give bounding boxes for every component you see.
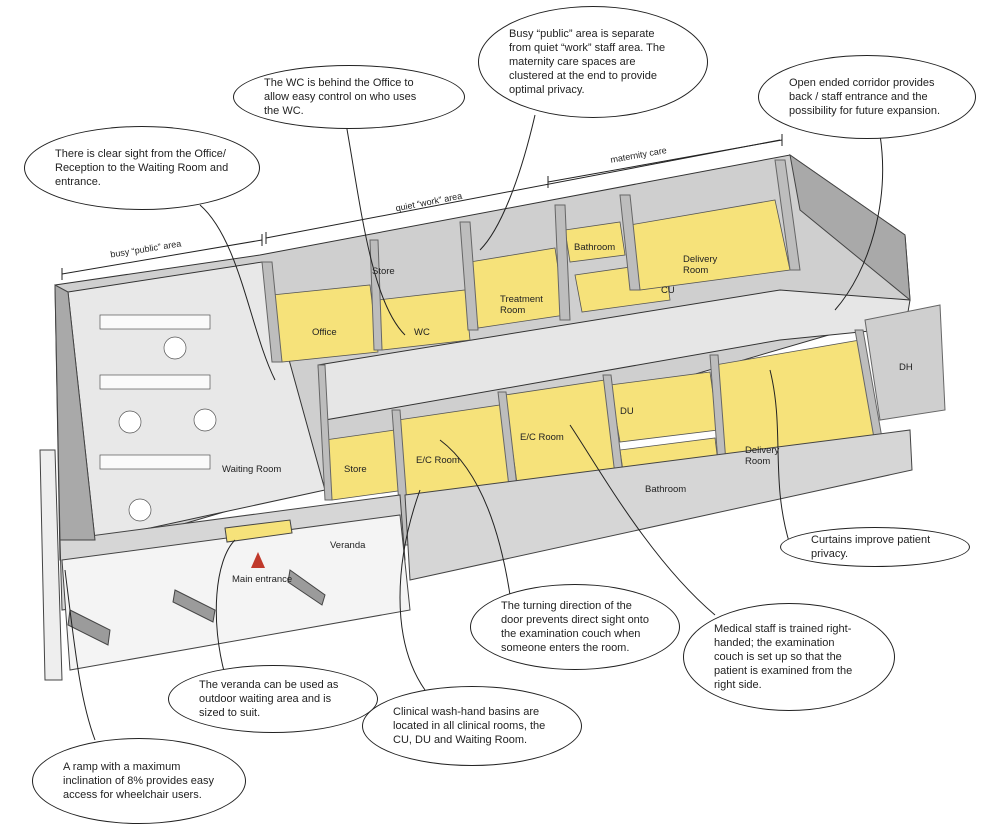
waiting-tables bbox=[118, 336, 217, 522]
callout-public-work: Busy “public” area is separate from quie… bbox=[478, 6, 708, 118]
room-label-veranda: Veranda bbox=[330, 540, 366, 551]
room-label-cu: CU bbox=[661, 285, 675, 296]
room-label-waiting: Waiting Room bbox=[222, 464, 282, 475]
room-label-treatment: Treatment Room bbox=[500, 294, 543, 316]
room-label-bathroom-top: Bathroom bbox=[574, 242, 616, 253]
room-label-delivery-bottom: Delivery Room bbox=[745, 445, 780, 467]
callout-veranda-waiting: The veranda can be used as outdoor waiti… bbox=[168, 665, 378, 733]
room-label-du: DU bbox=[620, 406, 634, 417]
office-floor bbox=[271, 284, 379, 363]
entrance-mat bbox=[224, 519, 293, 543]
room-label-ec-room-1: E/C Room bbox=[416, 455, 460, 466]
main-entrance-marker bbox=[251, 552, 265, 568]
callout-ramp: A ramp with a maximum inclination of 8% … bbox=[32, 738, 246, 824]
ramp-right bbox=[287, 569, 326, 606]
callout-wc-office: The WC is behind the Office to allow eas… bbox=[233, 65, 465, 129]
room-label-dh: DH bbox=[899, 362, 913, 373]
veranda-platform bbox=[39, 449, 411, 681]
ramp-mid bbox=[172, 589, 216, 623]
callout-sight-reception: There is clear sight from the Office/ Re… bbox=[24, 126, 260, 210]
waiting-chairs bbox=[99, 314, 211, 470]
room-label-main-entrance: Main entrance bbox=[232, 574, 293, 585]
ramp-left bbox=[67, 609, 111, 646]
callout-corridor: Open ended corridor provides back / staf… bbox=[758, 55, 976, 139]
room-label-wc: WC bbox=[414, 327, 430, 338]
callout-right-handed: Medical staff is trained right-handed; t… bbox=[683, 603, 895, 711]
zone-brackets bbox=[61, 134, 783, 280]
treatment-floor bbox=[469, 247, 566, 329]
room-label-ec-room-2: E/C Room bbox=[520, 432, 564, 443]
room-label-store-top: Store bbox=[372, 266, 395, 277]
callout-curtains: Curtains improve patient privacy. bbox=[780, 527, 970, 567]
bathroom-top-floor bbox=[564, 221, 626, 263]
room-label-office: Office bbox=[312, 327, 337, 338]
callout-door-direction: The turning direction of the door preven… bbox=[470, 584, 680, 670]
leader-lines bbox=[64, 114, 883, 741]
room-label-delivery-top: Delivery Room bbox=[683, 254, 718, 276]
wc-floor bbox=[377, 289, 471, 351]
room-label-store-bottom: Store bbox=[344, 464, 367, 475]
room-label-bathroom-bottom: Bathroom bbox=[645, 484, 687, 495]
callout-wash-basins: Clinical wash-hand basins are located in… bbox=[362, 686, 582, 766]
